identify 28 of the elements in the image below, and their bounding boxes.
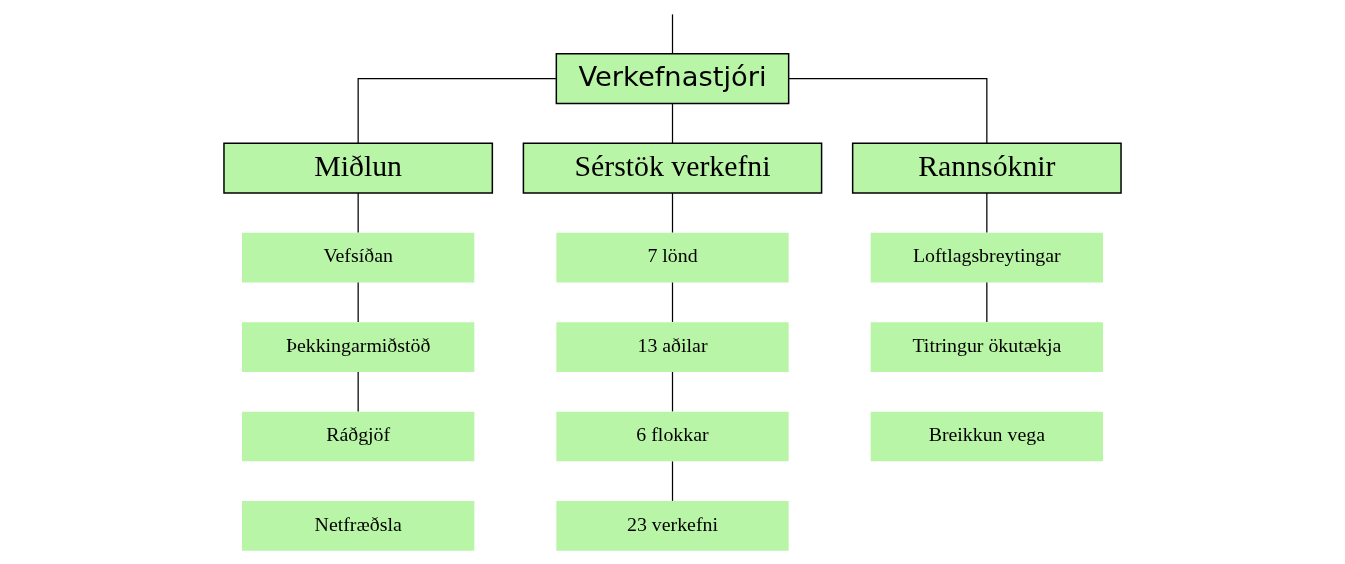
connector (357, 192, 359, 234)
node-box: Vefsíðan (242, 232, 475, 283)
connector (671, 13, 674, 55)
node-box: Verkefnastjóri (555, 53, 790, 105)
connector (671, 281, 674, 323)
node-box: Miðlun (223, 142, 494, 194)
node-box: Titringur ökutækja (870, 322, 1103, 372)
node-box: 13 aðilar (556, 322, 789, 372)
connector (671, 103, 674, 144)
connector (986, 192, 988, 234)
node-box: Þekkingarmiðstöð (242, 322, 475, 372)
node-box: Sérstök verkefni (522, 142, 823, 194)
node-box: 23 verkefni (556, 501, 789, 551)
node-box: Ráðgjöf (242, 411, 475, 462)
connector (357, 371, 359, 413)
node-box: 6 flokkar (556, 411, 789, 462)
node-box: 7 lönd (556, 232, 789, 283)
node-box: Breikkun vega (870, 411, 1103, 462)
connector (671, 371, 674, 413)
connector (357, 281, 359, 323)
node-box: Netfræðsla (242, 501, 475, 551)
connector (357, 78, 557, 144)
connector (671, 460, 674, 502)
connector (788, 78, 988, 144)
node-box: Rannsóknir (851, 142, 1122, 194)
connector (986, 281, 988, 323)
connector (671, 192, 674, 234)
node-box: Loftlagsbreytingar (870, 232, 1103, 283)
